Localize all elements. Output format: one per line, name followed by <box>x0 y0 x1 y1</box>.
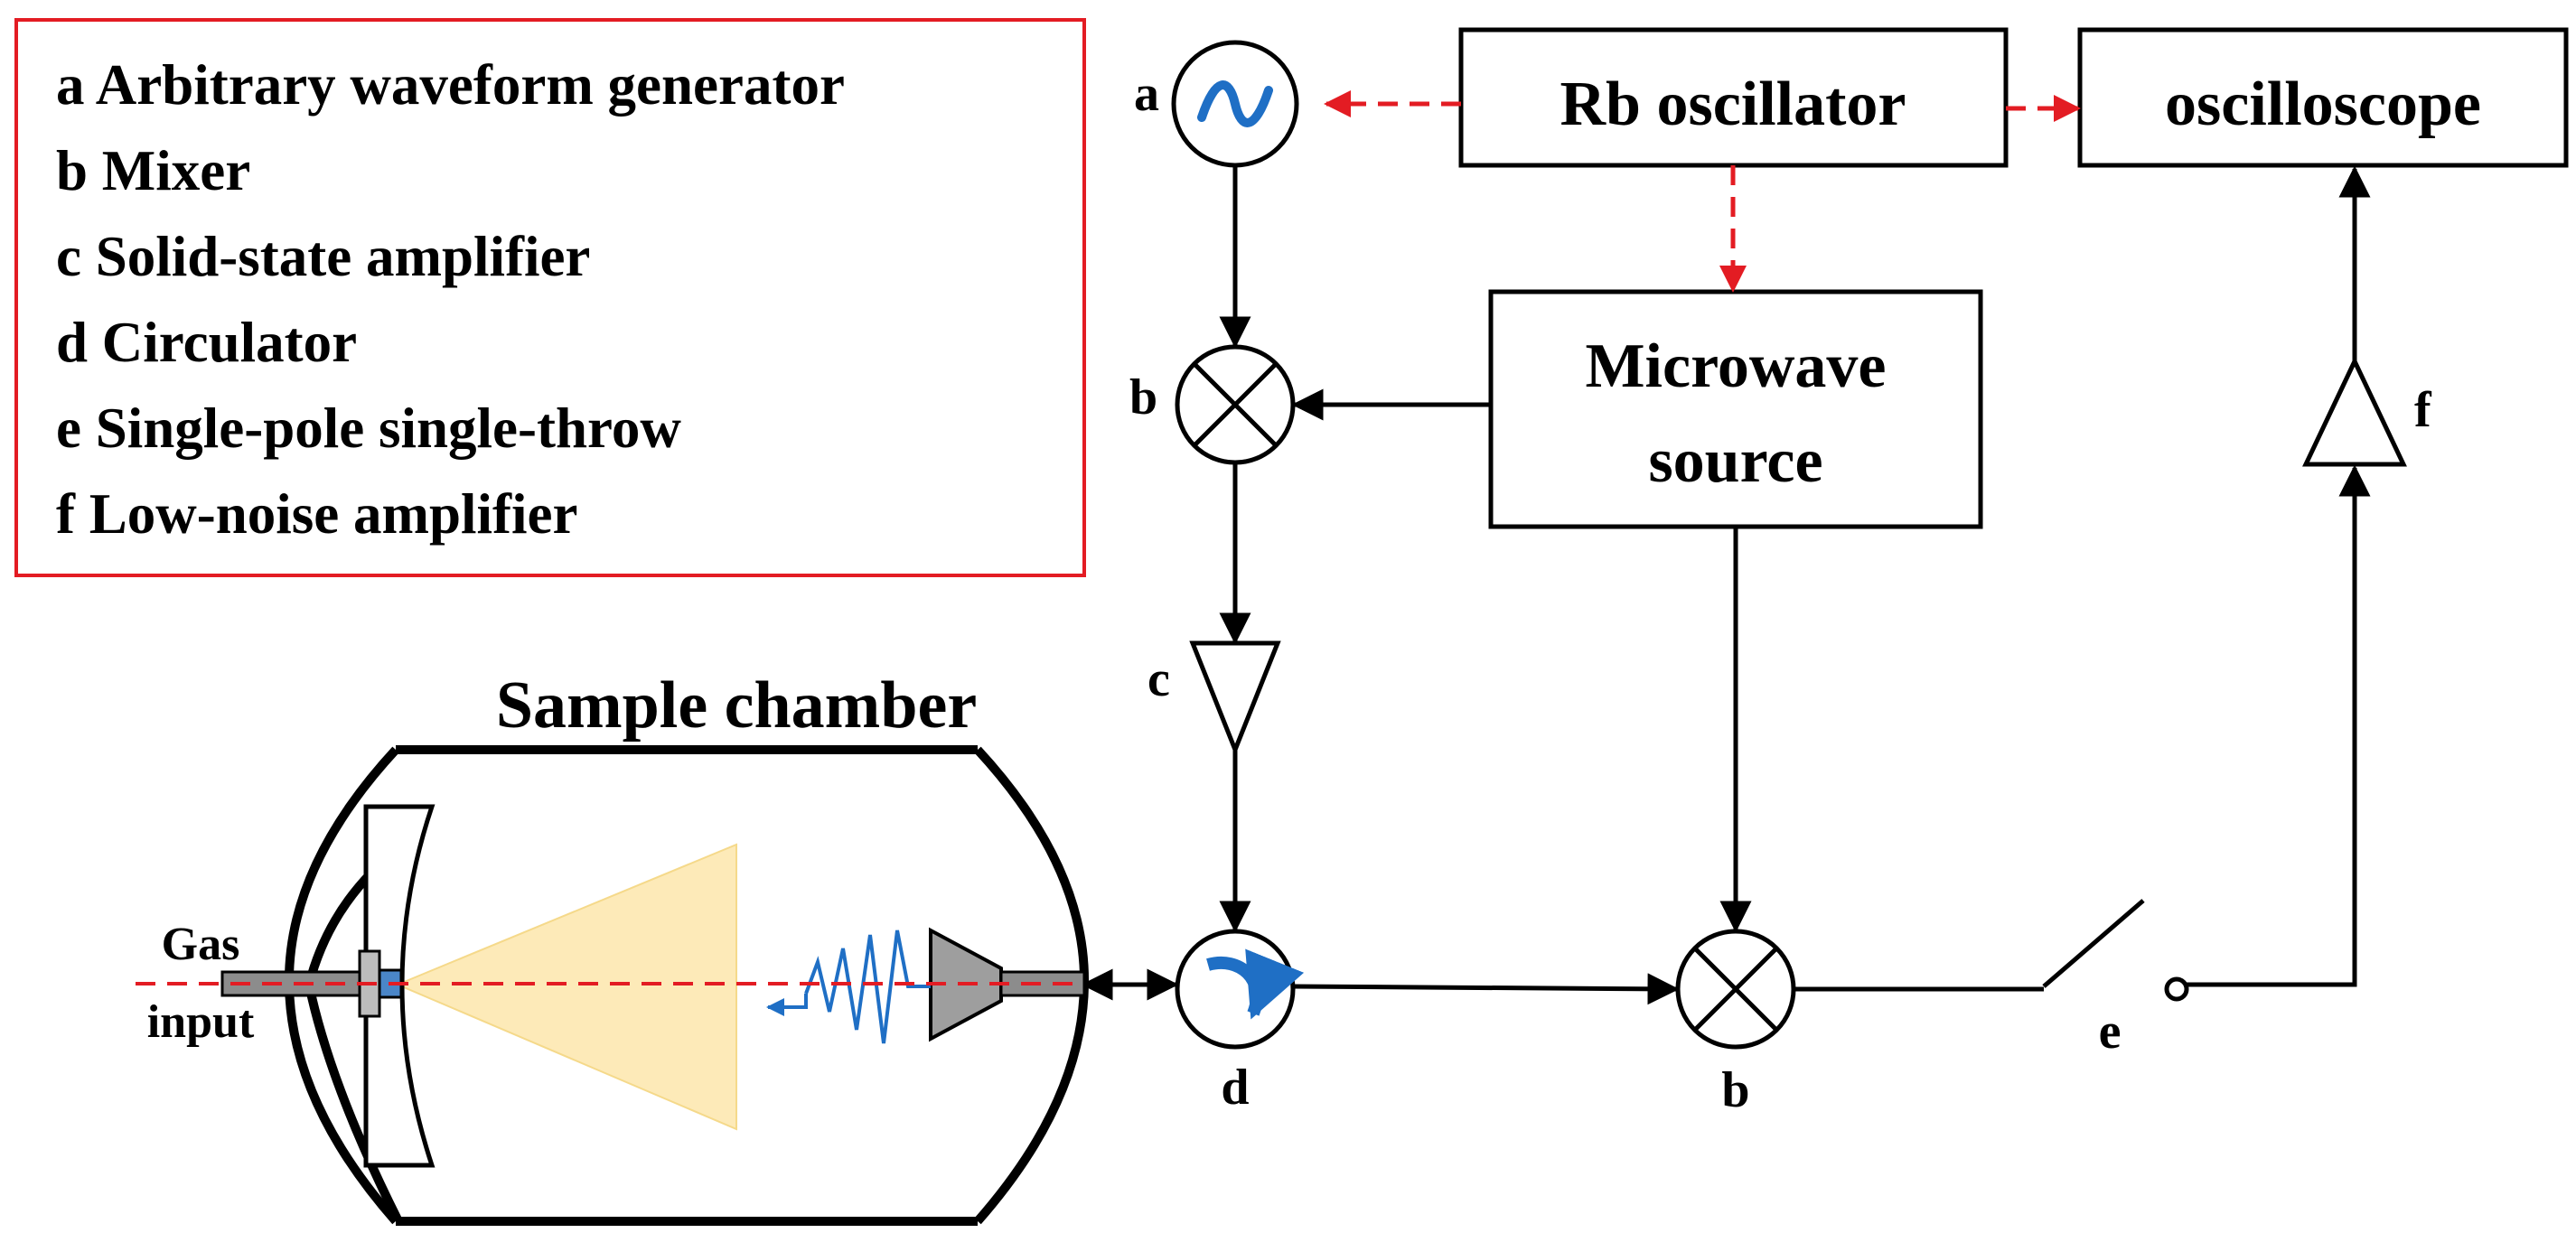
label-b-top: b <box>1129 369 1157 425</box>
amplifier-f-symbol <box>2302 356 2407 467</box>
sine-wave-icon <box>1197 80 1273 127</box>
rb-oscillator-label: Rb oscillator <box>1560 70 1906 139</box>
legend-item-c: c Solid-state amplifier <box>56 225 590 288</box>
gas-input-label-line2: input <box>147 996 255 1048</box>
waveform-arrow <box>766 994 808 1016</box>
solid-state-amplifier: c <box>1147 640 1281 756</box>
legend-item-d: d Circulator <box>56 311 357 374</box>
circulator-arrow-icon <box>1206 948 1305 1020</box>
legend: a Arbitrary waveform generator b Mixer c… <box>14 18 1086 577</box>
low-noise-amplifier: f <box>2302 356 2432 467</box>
mixer-top: b <box>1129 344 1296 465</box>
legend-item-a: a Arbitrary waveform generator <box>56 53 845 117</box>
label-c: c <box>1147 651 1170 707</box>
oscilloscope-block: oscilloscope <box>2077 27 2569 168</box>
legend-item-b: b Mixer <box>56 139 250 202</box>
legend-item-f: f Low-noise amplifier <box>56 482 577 546</box>
signal-lines <box>1081 165 2371 1005</box>
switch-blade <box>2042 899 2145 988</box>
sample-chamber-title: Sample chamber <box>496 668 977 743</box>
awg-component: a <box>1134 40 1299 168</box>
microwave-source-block: Microwave source <box>1488 289 1983 529</box>
legend-item-e: e Single-pole single-throw <box>56 397 681 460</box>
label-e: e <box>2099 1004 2122 1060</box>
microwave-source-label-line1: Microwave <box>1585 332 1886 401</box>
label-b-bottom: b <box>1721 1062 1749 1118</box>
label-d: d <box>1221 1060 1249 1116</box>
amplifier-c-symbol <box>1189 640 1281 756</box>
circulator-to-mixer-line <box>1292 973 1680 1005</box>
molecular-beam-cone <box>395 843 737 1131</box>
rb-oscillator-block: Rb oscillator <box>1458 27 2009 168</box>
mixer-bottom: b <box>1675 929 1796 1118</box>
fid-waveform <box>804 929 931 1044</box>
microwave-source-label-line2: source <box>1648 426 1822 496</box>
circulator-symbol <box>1175 929 1296 1050</box>
chamber-wall-bottom <box>304 983 402 1222</box>
gas-input-label-line1: Gas <box>162 919 240 970</box>
legend-border <box>14 18 1086 577</box>
label-a: a <box>1134 66 1159 122</box>
circulator: d <box>1175 929 1305 1116</box>
spst-switch: e <box>2042 899 2189 1060</box>
oscilloscope-label: oscilloscope <box>2165 70 2481 139</box>
switch-to-lna-line <box>2187 464 2371 987</box>
switch-contact <box>2164 976 2189 1002</box>
label-f: f <box>2414 382 2432 438</box>
sample-chamber: Sample chamber Gas input <box>136 668 1090 1226</box>
reference-links <box>1324 90 2081 293</box>
